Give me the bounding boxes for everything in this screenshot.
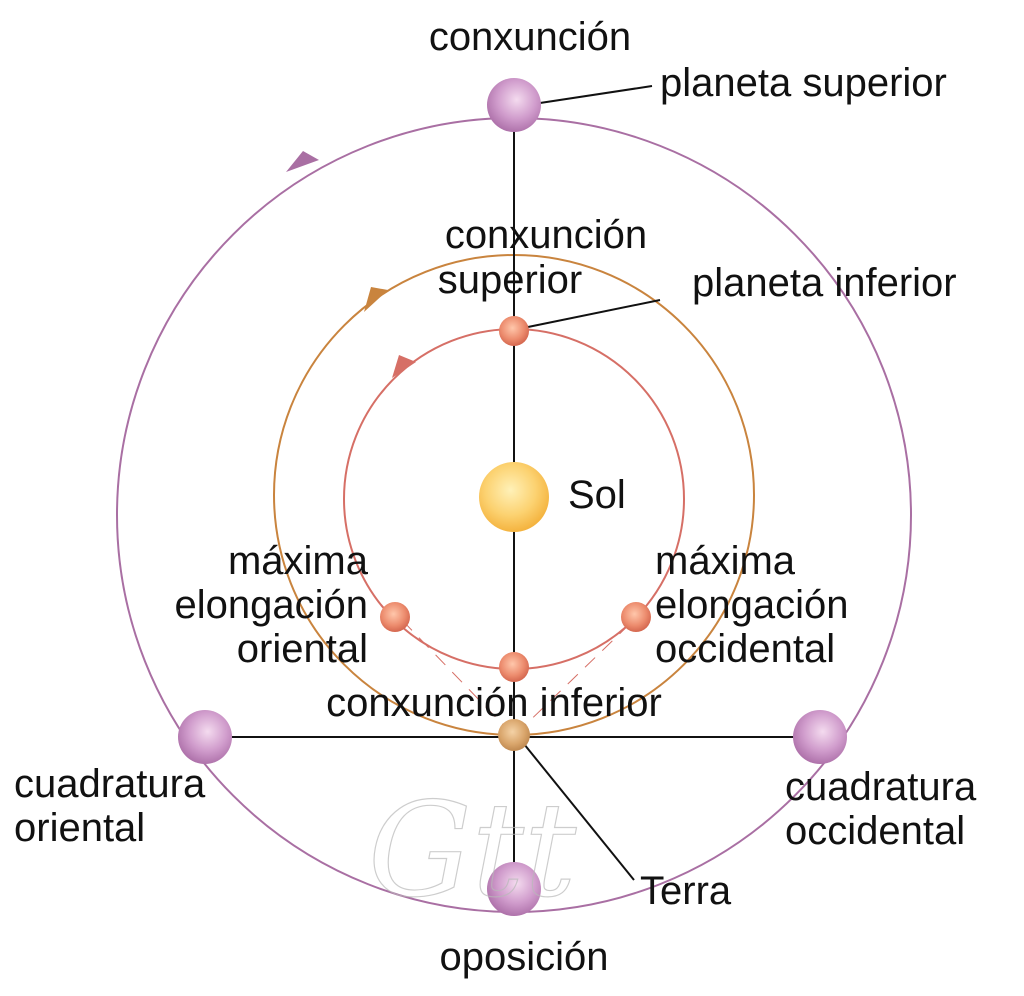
western-elongation-label-line1: máxima [655, 539, 796, 583]
superior-planet-western-quadrature [793, 710, 847, 764]
earth-leader [523, 743, 635, 881]
eastern-elongation-label-line1: máxima [228, 539, 369, 583]
earth [498, 719, 530, 751]
western-quadrature-label-line2: occidental [785, 809, 965, 853]
superior-conjunction-label-line2: superior [438, 258, 583, 302]
earth-orbit-arrow-icon [364, 287, 388, 312]
inferior-planet-eastern-elongation [380, 602, 410, 632]
eastern-elongation-label-line2: elongación [175, 583, 369, 627]
inferior-planet-leader [527, 299, 661, 328]
western-quadrature-label-line1: cuadratura [785, 765, 977, 809]
inferior-planet-superior-conjunction [499, 316, 529, 346]
western-sightline [515, 617, 637, 735]
superior-planet-label: planeta superior [660, 61, 947, 105]
eastern-elongation-label-line3: oriental [237, 627, 368, 671]
eastern-quadrature-label-line1: cuadratura [14, 762, 206, 806]
sun-label: Sol [568, 473, 626, 517]
watermark-text: Gtt [368, 774, 577, 926]
superior-planet-opposition [487, 862, 541, 916]
superior-conjunction-label-line1: conxunción [445, 213, 647, 257]
eastern-quadrature-label-line2: oriental [14, 806, 145, 850]
outer-orbit-arrow-icon [286, 151, 319, 172]
inferior-planet-label: planeta inferior [692, 261, 957, 305]
sun [479, 462, 549, 532]
western-elongation-label-line2: elongación [655, 583, 849, 627]
superior-planet-conjunction [487, 78, 541, 132]
inner-orbit-arrow-icon [392, 355, 416, 378]
inferior-conjunction-label: conxunción inferior [326, 681, 662, 725]
inferior-planet-inferior-conjunction [499, 652, 529, 682]
opposition-label: oposición [439, 935, 608, 979]
signature-watermark: Gtt [367, 773, 577, 926]
eastern-sightline [399, 617, 513, 735]
inferior-planet-western-elongation [621, 602, 651, 632]
conjunction-label: conxunción [429, 15, 631, 59]
western-elongation-label-line3: occidental [655, 627, 835, 671]
superior-planet-leader [539, 85, 653, 104]
earth-label: Terra [640, 869, 732, 913]
superior-planet-eastern-quadrature [178, 710, 232, 764]
